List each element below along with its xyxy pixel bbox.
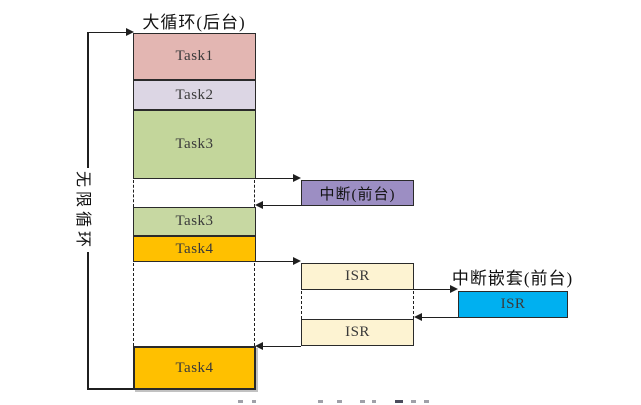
arrow-to-isr1-head-icon (293, 257, 301, 265)
arrow-to-interrupt-head-icon (293, 174, 301, 182)
background-loop-title: 大循环(后台) (142, 13, 246, 32)
dashed-edge-left-gap2 (133, 263, 134, 346)
arrow-return-from-isr2 (262, 345, 301, 347)
arrow-return-from-isr2-head-icon (255, 342, 263, 350)
task-box-task2: Task2 (133, 80, 256, 110)
loop-entry-arrowhead-icon (126, 28, 134, 36)
dashed-edge-right-gap1 (253, 180, 255, 207)
nested-interrupt-title: 中断嵌套(前台) (451, 269, 574, 288)
arrow-return-from-interrupt-head-icon (255, 201, 263, 209)
task4-label: Task4 (175, 240, 214, 257)
isr2-label: ISR (345, 324, 370, 340)
interrupt-box: 中断(前台) (301, 180, 414, 206)
task3-label: Task3 (175, 136, 214, 152)
task-box-task4: Task4 (133, 236, 256, 262)
arrow-to-nested-isr-head-icon (450, 285, 458, 293)
arrow-return-from-nested-isr-head-icon (414, 313, 422, 321)
task4-resumed-label: Task4 (175, 359, 214, 376)
loop-left-line-upper (87, 32, 89, 168)
arrow-return-from-nested-isr (421, 316, 458, 318)
task-box-task1: Task1 (133, 33, 256, 80)
infinite-loop-label: 无限循环 (74, 170, 91, 251)
task-box-task3: Task3 (133, 110, 256, 179)
nested-isr-box: ISR (458, 291, 568, 318)
interrupt-label: 中断(前台) (319, 186, 396, 203)
loop-top-line (87, 31, 127, 33)
task-box-task3-resumed: Task3 (133, 207, 256, 236)
isr-box-2: ISR (301, 319, 414, 346)
task2-label: Task2 (175, 86, 214, 103)
loop-bottom-line (87, 388, 133, 390)
dashed-edge-left-gap1 (133, 180, 134, 207)
isr1-label: ISR (345, 268, 370, 284)
dashed-edge-isr-left (301, 291, 302, 319)
arrow-to-isr1 (255, 260, 294, 262)
task3-resumed-label: Task3 (175, 213, 214, 229)
dashed-edge-right-gap2 (253, 263, 255, 346)
nested-isr-label: ISR (500, 296, 526, 312)
dashed-edge-isr-right (412, 291, 414, 319)
arrow-return-from-interrupt (262, 204, 301, 206)
task-box-task4-resumed: Task4 (133, 346, 256, 390)
arrow-to-nested-isr (414, 288, 451, 290)
arrow-to-interrupt (255, 177, 294, 179)
task1-label: Task1 (175, 48, 214, 64)
isr-box-1: ISR (301, 263, 414, 290)
loop-left-line-lower (87, 252, 89, 389)
